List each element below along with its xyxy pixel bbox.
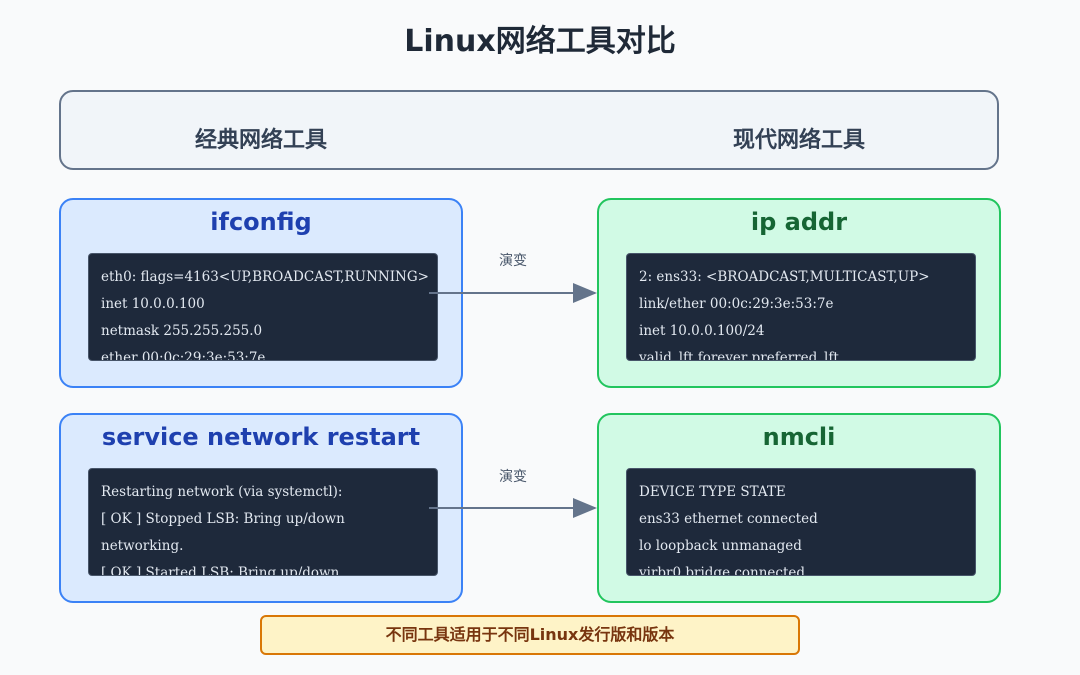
arrow-label-evolution: 演变 <box>499 469 527 485</box>
classic-tools-heading: 经典网络工具 <box>194 128 327 153</box>
terminal-line: ens33 ethernet connected <box>639 511 818 527</box>
ifconfig-terminal: eth0: flags=4163<UP,BROADCAST,RUNNING> i… <box>88 253 438 361</box>
ip-addr-card: ip addr 2: ens33: <BROADCAST,MULTICAST,U… <box>597 198 1001 388</box>
ip-addr-title: ip addr <box>750 208 848 236</box>
terminal-line: netmask 255.255.255.0 <box>101 323 263 339</box>
terminal-line: [ OK ] Stopped LSB: Bring up/down <box>101 511 345 527</box>
ifconfig-card: ifconfig eth0: flags=4163<UP,BROADCAST,R… <box>59 198 463 388</box>
nmcli-title: nmcli <box>762 423 836 451</box>
terminal-line: virbr0 bridge connected <box>639 565 806 576</box>
terminal-line: networking. <box>101 538 184 554</box>
terminal-line: inet 10.0.0.100/24 <box>639 323 765 339</box>
ifconfig-title: ifconfig <box>210 208 312 236</box>
terminal-line: DEVICE TYPE STATE <box>639 484 786 500</box>
terminal-line: inet 10.0.0.100 <box>101 296 205 312</box>
arrow-label-evolution: 演变 <box>499 253 527 269</box>
terminal-line: eth0: flags=4163<UP,BROADCAST,RUNNING> <box>101 269 429 285</box>
service-restart-title: service network restart <box>101 423 421 451</box>
footer-note: 不同工具适用于不同Linux发行版和版本 <box>260 615 800 655</box>
terminal-line: Restarting network (via systemctl): <box>101 484 343 500</box>
terminal-line: link/ether 00:0c:29:3e:53:7e <box>639 296 834 312</box>
service-restart-terminal: Restarting network (via systemctl): [ OK… <box>88 468 438 576</box>
ip-addr-terminal: 2: ens33: <BROADCAST,MULTICAST,UP> link/… <box>626 253 976 361</box>
nmcli-terminal: DEVICE TYPE STATE ens33 ethernet connect… <box>626 468 976 576</box>
header-bar <box>59 90 999 170</box>
terminal-line: lo loopback unmanaged <box>639 538 802 554</box>
modern-tools-heading: 现代网络工具 <box>732 128 865 153</box>
nmcli-card: nmcli DEVICE TYPE STATE ens33 ethernet c… <box>597 413 1001 603</box>
terminal-line: [ OK ] Started LSB: Bring up/down <box>101 565 340 576</box>
service-restart-card: service network restart Restarting netwo… <box>59 413 463 603</box>
page-title: Linux网络工具对比 <box>404 24 676 59</box>
terminal-line: valid_lft forever preferred_lft <box>639 350 839 361</box>
terminal-line: 2: ens33: <BROADCAST,MULTICAST,UP> <box>639 269 930 285</box>
terminal-line: ether 00:0c:29:3e:53:7e <box>101 350 266 361</box>
